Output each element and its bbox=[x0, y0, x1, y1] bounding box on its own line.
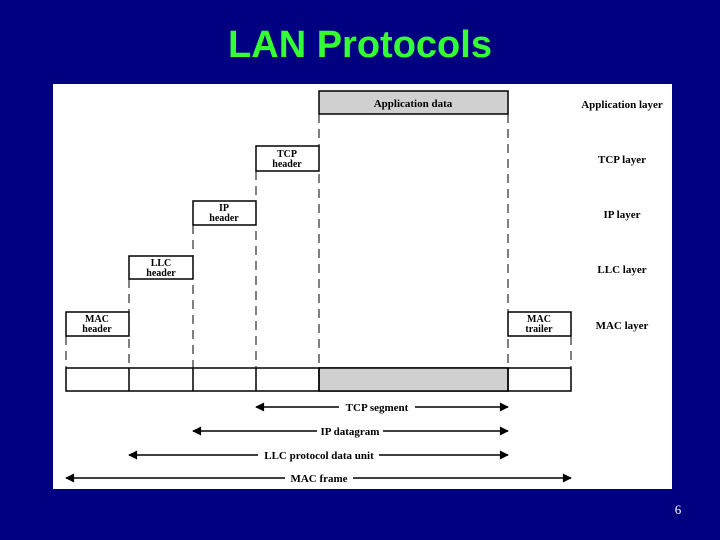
ip-layer-label: IP layer bbox=[604, 209, 641, 221]
mac-trailer-box bbox=[507, 311, 572, 337]
mac-header-label-1: MAC bbox=[85, 314, 109, 325]
application-data-label: Application data bbox=[374, 98, 453, 110]
mac-header-label-2: header bbox=[82, 324, 112, 335]
application-data-box bbox=[318, 90, 509, 115]
ip-header-box bbox=[192, 200, 257, 226]
tcp-layer-label: TCP layer bbox=[598, 154, 646, 166]
llc-header-box bbox=[128, 255, 194, 280]
protocol-diagram: Application data TCP header IP header LL… bbox=[53, 84, 672, 489]
slide-title: LAN Protocols bbox=[228, 24, 492, 66]
mac-frame-label: MAC frame bbox=[290, 473, 347, 485]
application-layer-label: Application layer bbox=[581, 99, 663, 111]
llc-header-label-2: header bbox=[146, 268, 176, 279]
tcp-header-box bbox=[255, 145, 320, 172]
mac-trailer-label-2: trailer bbox=[525, 324, 553, 335]
llc-layer-label: LLC layer bbox=[597, 264, 646, 276]
diagram-canvas: Application data TCP header IP header LL… bbox=[65, 90, 663, 485]
ip-header-label-2: header bbox=[209, 213, 239, 224]
mac-trailer-label-1: MAC bbox=[527, 314, 551, 325]
tcp-segment-label: TCP segment bbox=[346, 402, 409, 414]
page-number: 6 bbox=[674, 502, 682, 517]
tcp-header-label-2: header bbox=[272, 159, 302, 170]
llc-header-label-1: LLC bbox=[151, 258, 172, 269]
mac-header-box bbox=[65, 311, 130, 337]
frame-bar bbox=[65, 367, 572, 392]
ip-header-label-1: IP bbox=[219, 203, 229, 214]
tcp-header-label-1: TCP bbox=[277, 149, 297, 160]
ip-datagram-label: IP datagram bbox=[321, 426, 380, 438]
llc-pdu-label: LLC protocol data unit bbox=[264, 450, 374, 462]
mac-layer-label: MAC layer bbox=[596, 320, 649, 332]
frame-data-segment bbox=[318, 367, 509, 392]
